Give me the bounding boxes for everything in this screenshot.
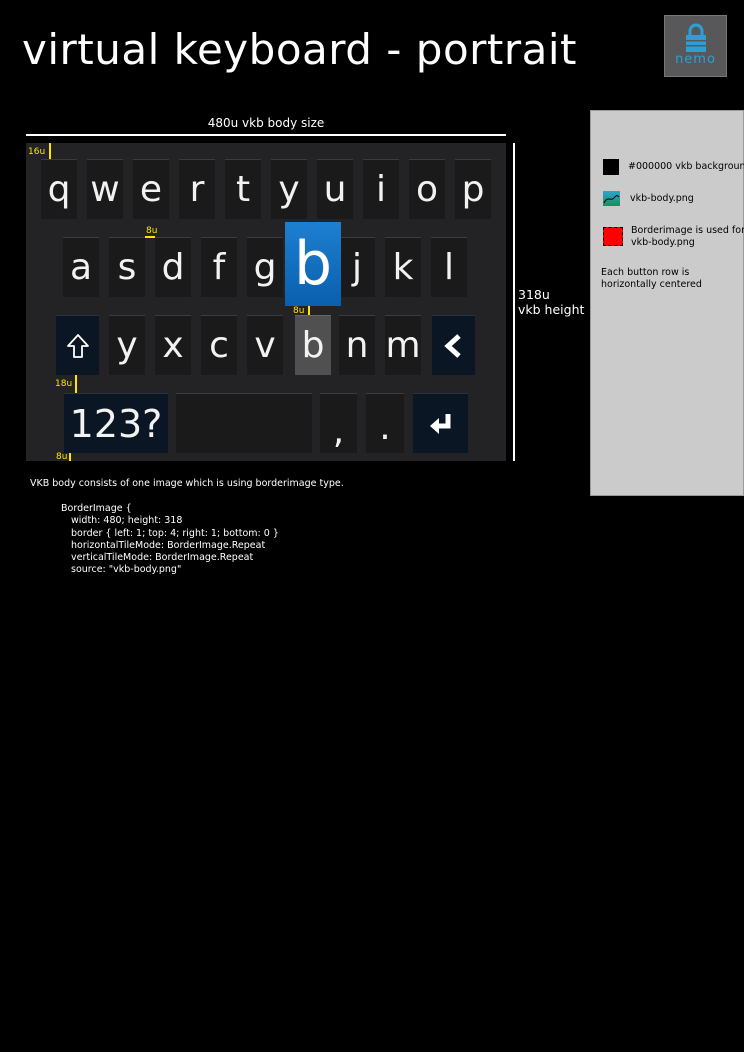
code-line: BorderImage { [61, 503, 132, 514]
top-margin-mark [49, 143, 51, 159]
code-line: source: "vkb-body.png" [71, 564, 182, 576]
key-w[interactable]: w [87, 159, 123, 219]
shift-arrow-icon [66, 333, 89, 358]
bottom-margin-label: 8u [56, 452, 68, 461]
key-spacing-label: 8u [146, 226, 158, 236]
key-y-top[interactable]: y [271, 159, 307, 219]
code-line: border { left: 1; top: 4; right: 1; bott… [71, 527, 279, 539]
top-margin-label: 16u [28, 147, 46, 157]
key-i[interactable]: i [363, 159, 399, 219]
legend-borderimage-line: vkb-body.png [631, 237, 695, 248]
key-e[interactable]: e [133, 159, 169, 219]
row4-indent-mark [75, 375, 77, 393]
legend-note-line: horizontally centered [601, 279, 702, 290]
key-spacing-mark [145, 236, 155, 238]
key-p[interactable]: p [455, 159, 491, 219]
key-j[interactable]: j [339, 237, 375, 297]
nemo-logo: nemo [664, 15, 727, 77]
height-value: 318u [518, 287, 550, 302]
key-a[interactable]: a [63, 237, 99, 297]
virtual-keyboard: q w e r t y u i o p a s d f g j k l y x … [26, 143, 506, 461]
legend-image: vkb-body.png [630, 193, 694, 204]
key-g[interactable]: g [247, 237, 283, 297]
key-y[interactable]: y [109, 315, 145, 375]
width-measure-line [26, 134, 506, 136]
logo-text: nemo [675, 52, 716, 67]
key-k[interactable]: k [385, 237, 421, 297]
backspace-chevron-icon [443, 333, 461, 358]
height-measure-line [513, 143, 515, 461]
code-line: horizontalTileMode: BorderImage.Repeat [71, 539, 266, 551]
borderimage-swatch [603, 227, 623, 246]
space-key[interactable] [176, 393, 312, 453]
legend-panel: #000000 vkb background vkb-body.png Bord… [590, 110, 744, 496]
code-line: width: 480; height: 318 [71, 515, 183, 527]
backspace-key[interactable] [432, 315, 475, 375]
width-measure-label: 480u vkb body size [207, 116, 325, 130]
key-t[interactable]: t [225, 159, 261, 219]
period-key[interactable]: . [366, 393, 404, 453]
bottom-margin-mark [69, 453, 71, 461]
key-v[interactable]: v [247, 315, 283, 375]
lock-icon [686, 23, 706, 52]
key-f[interactable]: f [201, 237, 237, 297]
key-q[interactable]: q [41, 159, 77, 219]
key-x[interactable]: x [155, 315, 191, 375]
row4-indent-label: 18u [55, 379, 73, 389]
legend-borderimage-line: Borderimage is used for [631, 225, 744, 236]
key-o[interactable]: o [409, 159, 445, 219]
key-l[interactable]: l [431, 237, 467, 297]
borderimage-code: BorderImage { width: 480; height: 318 bo… [61, 503, 279, 577]
legend-note-line: Each button row is [601, 267, 690, 278]
key-s[interactable]: s [109, 237, 145, 297]
shift-key[interactable] [56, 315, 99, 375]
key-n[interactable]: n [339, 315, 375, 375]
numbers-key[interactable]: 123? [64, 393, 168, 453]
enter-key[interactable] [413, 393, 468, 453]
key-d[interactable]: d [155, 237, 191, 297]
row-spacing-mark [308, 306, 310, 315]
image-swatch-icon [603, 191, 620, 206]
code-line: verticalTileMode: BorderImage.Repeat [71, 552, 254, 564]
height-measure-label: 318u vkb height [518, 287, 584, 317]
legend-note: Each button row is horizontally centered [601, 267, 702, 291]
vkb-description: VKB body consists of one image which is … [30, 478, 344, 489]
key-b-pressed[interactable]: b [295, 315, 331, 375]
key-m[interactable]: m [385, 315, 421, 375]
height-caption: vkb height [518, 302, 585, 317]
curve-icon [603, 195, 620, 204]
row-spacing-label: 8u [293, 306, 305, 316]
legend-background: #000000 vkb background [628, 161, 744, 172]
key-c[interactable]: c [201, 315, 237, 375]
black-swatch [603, 159, 619, 175]
key-preview-popup: b [285, 222, 341, 306]
key-r[interactable]: r [179, 159, 215, 219]
comma-key[interactable]: , [320, 393, 357, 453]
page-title: virtual keyboard - portrait [22, 25, 578, 74]
enter-return-icon [429, 413, 450, 434]
key-u[interactable]: u [317, 159, 353, 219]
legend-borderimage: Borderimage is used for vkb-body.png [631, 225, 744, 249]
